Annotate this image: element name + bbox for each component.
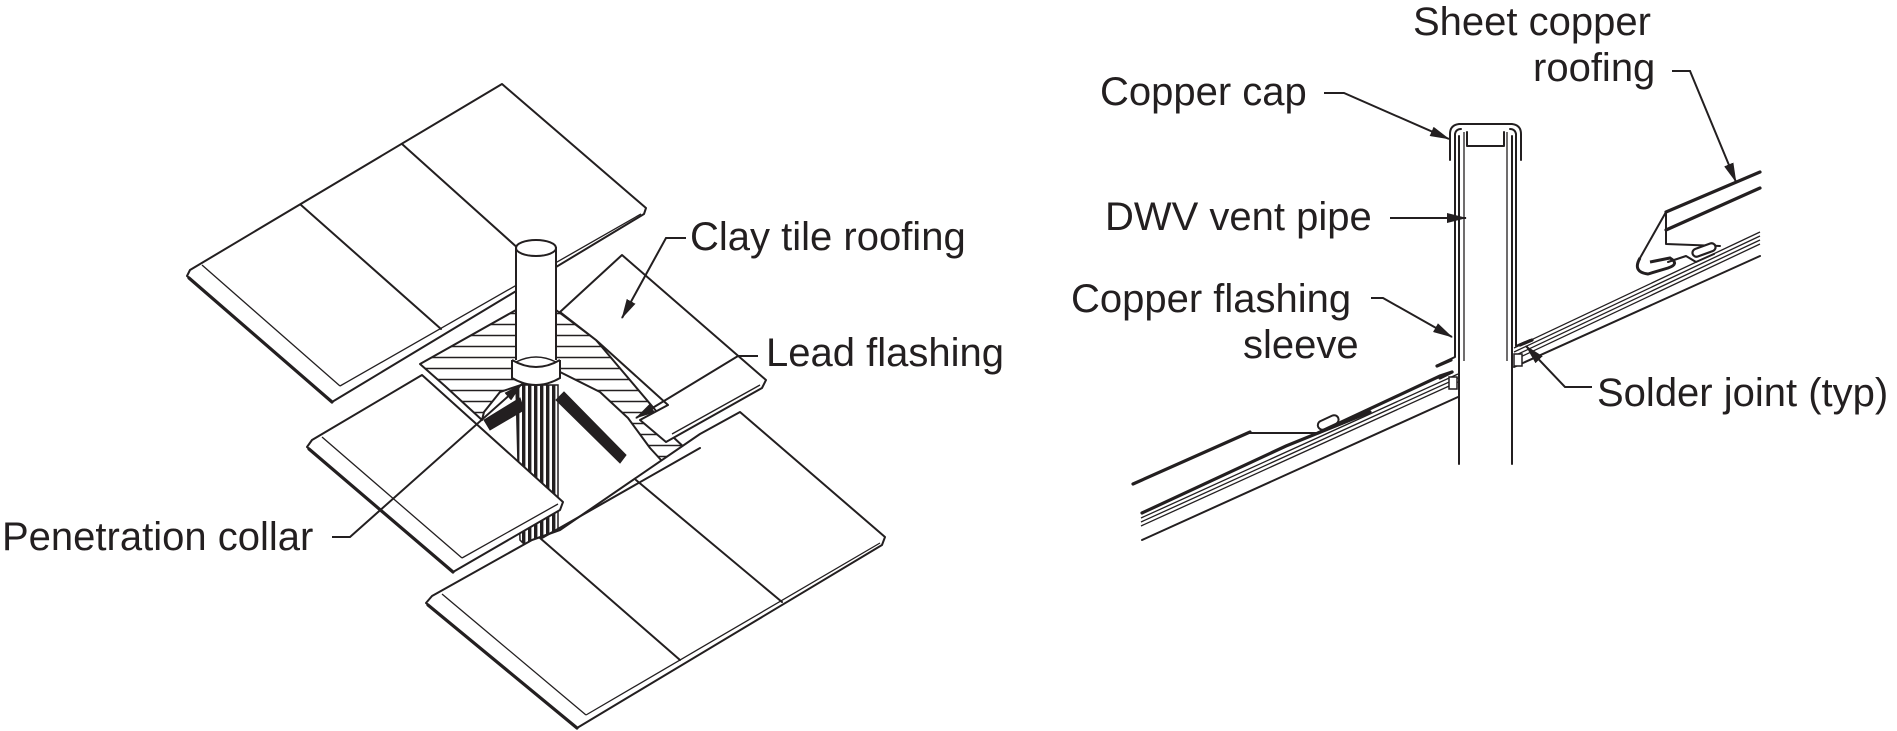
roof-deck-right (1513, 170, 1762, 368)
leader-lead-flashing (635, 355, 758, 419)
copper-flashing-sleeve (1435, 159, 1534, 368)
sheet-copper-detail: Sheet copper roofing Copper cap DWV vent… (1071, 0, 1888, 541)
label-solder-joint: Solder joint (typ) (1597, 371, 1888, 415)
label-sheet-copper-roofing-line2: roofing (1533, 46, 1655, 90)
label-copper-flashing-sleeve-line2: sleeve (1243, 323, 1359, 367)
vent-pipe-left (511, 239, 561, 386)
label-penetration-collar: Penetration collar (2, 515, 313, 559)
tile-panel-bottom (425, 411, 886, 730)
label-dwv-vent-pipe: DWV vent pipe (1105, 195, 1372, 239)
tile-panel-top (186, 83, 647, 404)
label-clay-tile-roofing: Clay tile roofing (690, 215, 966, 259)
leader-penetration-collar (332, 383, 523, 538)
roof-deck-left (1131, 370, 1459, 541)
clay-tile-detail: Clay tile roofing Lead flashing Penetrat… (2, 83, 1004, 730)
tile-right-upper (559, 254, 767, 443)
leader-clay-tile-roofing (621, 237, 686, 319)
leader-copper-flashing-sleeve (1371, 297, 1453, 338)
leader-solder-joint (1525, 345, 1592, 388)
dwv-vent-pipe (1458, 132, 1513, 465)
label-copper-flashing-sleeve-line1: Copper flashing (1071, 277, 1351, 321)
leader-copper-cap (1324, 92, 1450, 140)
label-copper-cap: Copper cap (1100, 70, 1307, 114)
leader-sheet-copper-roofing (1672, 70, 1737, 183)
label-lead-flashing: Lead flashing (766, 331, 1004, 375)
copper-cap (1449, 123, 1522, 161)
label-sheet-copper-roofing-line1: Sheet copper (1413, 0, 1651, 44)
